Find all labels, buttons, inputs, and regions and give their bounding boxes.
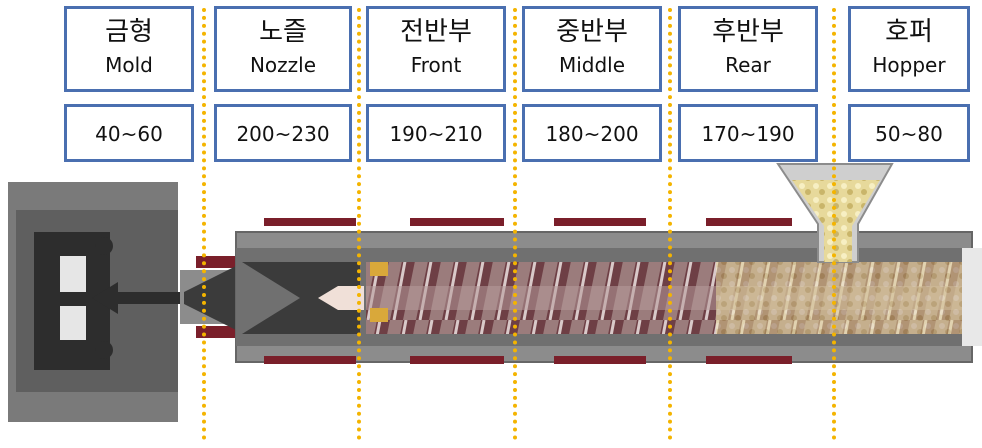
zone-name-en: Nozzle [249, 53, 317, 77]
zone-label-mold: 금형 Mold [64, 6, 194, 92]
zone-divider [202, 8, 206, 440]
zone-label-front: 전반부 Front [366, 6, 506, 92]
zone-name-en: Middle [558, 53, 626, 77]
nozzle [180, 256, 244, 338]
zone-temp-front: 190~210 [366, 104, 506, 162]
zone-label-rear: 후반부 Rear [678, 6, 818, 92]
zone-name-ko: 후반부 [712, 17, 784, 47]
zone-name-ko: 호퍼 [885, 17, 933, 47]
zone-temp-mold: 40~60 [64, 104, 194, 162]
zone-temp-middle: 180~200 [522, 104, 662, 162]
zone-temp-hopper: 50~80 [848, 104, 970, 162]
mold [8, 182, 184, 422]
zone-temp-nozzle: 200~230 [214, 104, 352, 162]
zone-label-hopper: 호퍼 Hopper [848, 6, 970, 92]
heater-bands [264, 218, 792, 364]
zone-divider [668, 8, 672, 440]
zone-label-middle: 중반부 Middle [522, 6, 662, 92]
zone-name-ko: 금형 [105, 17, 153, 47]
zone-divider [513, 8, 517, 440]
melt-zone [242, 262, 360, 334]
screw [366, 262, 962, 334]
zone-label-nozzle: 노즐 Nozzle [214, 6, 352, 92]
zone-name-en: Front [410, 53, 462, 77]
zone-name-ko: 중반부 [556, 17, 628, 47]
zone-temp-rear: 170~190 [678, 104, 818, 162]
zone-name-en: Mold [105, 53, 153, 77]
zone-name-en: Hopper [872, 53, 946, 77]
zone-name-en: Rear [725, 53, 771, 77]
zone-name-ko: 노즐 [259, 17, 307, 47]
zone-divider [832, 8, 836, 440]
zone-name-ko: 전반부 [400, 17, 472, 47]
zone-divider [357, 8, 361, 440]
